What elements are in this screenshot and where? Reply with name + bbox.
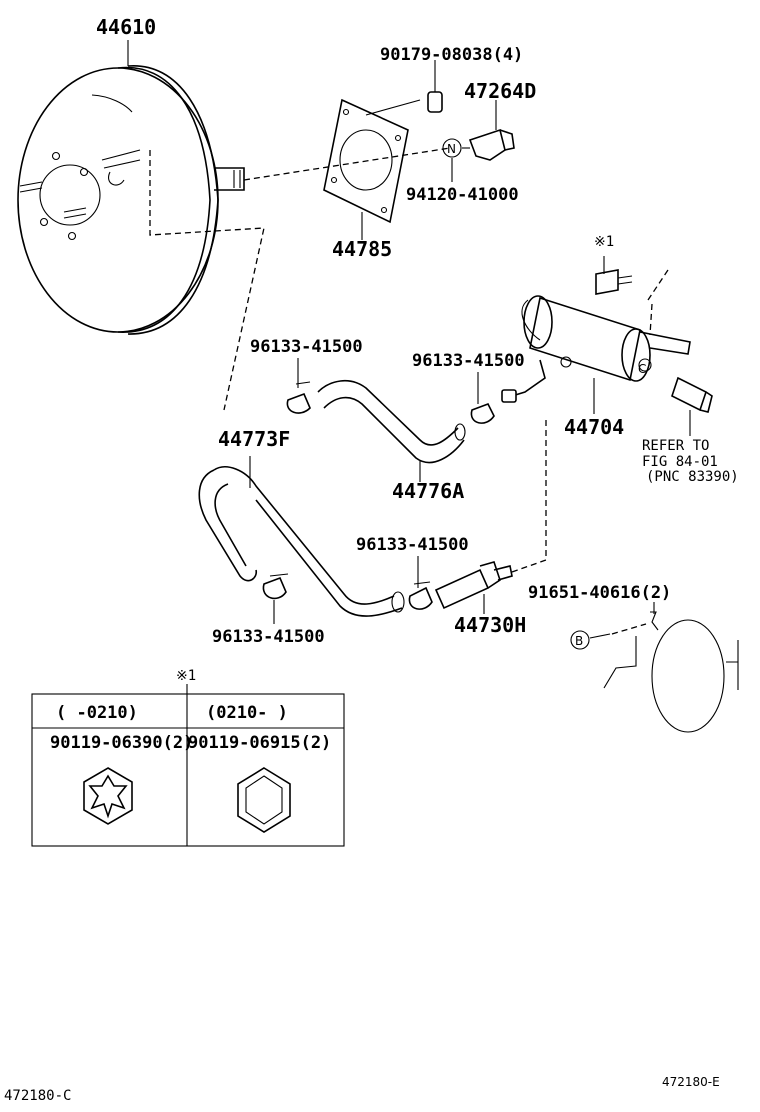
check-valve [434, 420, 547, 614]
sensor: REFER TO FIG 84-01 (PNC 83390) [642, 376, 739, 485]
bolt-b: B [570, 602, 739, 733]
table-col2-part: 90119-06915(2) [188, 733, 331, 753]
label-clip-b2: 96133-41500 [212, 627, 325, 647]
note-mark-table: ※1 [176, 668, 196, 684]
label-valve: 44730H [454, 613, 526, 637]
refer-line-2: FIG 84-01 [642, 454, 718, 470]
label-hose-a: 44776A [392, 479, 464, 503]
hex-bolt-icon [237, 767, 291, 833]
marker-n: N [447, 142, 456, 156]
note-table: ※1 ( -0210) (0210- ) 90119-06390(2) 9011… [31, 668, 345, 847]
gasket-plate [323, 98, 421, 240]
footer-left-code: 472180-C [4, 1088, 71, 1104]
vacuum-tank [501, 269, 691, 414]
marker-c: C [638, 362, 646, 376]
clip-n: N [442, 138, 470, 182]
hose-upper [317, 380, 466, 482]
refer-line-3: (PNC 83390) [646, 469, 739, 485]
bracket [468, 100, 515, 161]
refer-line-1: REFER TO [642, 438, 709, 454]
torx-bolt-icon [83, 767, 133, 825]
footer-right-code: 472180-E [662, 1075, 720, 1089]
label-clip-n: 94120-41000 [406, 185, 519, 205]
clip-upper-right [470, 372, 495, 424]
label-bolt-b: 91651-40616(2) [528, 583, 671, 603]
clip-lower-right [408, 556, 433, 610]
label-clip-a1: 96133-41500 [250, 337, 363, 357]
table-col1-part: 90119-06390(2) [50, 733, 193, 753]
bolt-note: ※1 [594, 234, 633, 295]
table-col2-range: (0210- ) [206, 703, 288, 723]
label-bracket: 47264D [464, 79, 536, 103]
label-clip-a2: 96133-41500 [412, 351, 525, 371]
hose-lower [198, 456, 405, 617]
label-tank: 44704 [564, 415, 624, 439]
note-mark-top: ※1 [594, 234, 614, 250]
label-hose-f: 44773F [218, 427, 290, 451]
label-booster: 44610 [96, 15, 156, 39]
label-clip-b1: 96133-41500 [356, 535, 469, 555]
label-gasket: 44785 [332, 237, 392, 261]
label-nut: 90179-08038(4) [380, 45, 523, 65]
brake-booster [17, 65, 451, 411]
nut [427, 60, 443, 113]
marker-b: B [575, 634, 583, 648]
clip-lower-left [262, 573, 289, 624]
clip-upper-left [286, 358, 311, 414]
table-col1-range: ( -0210) [56, 703, 138, 723]
